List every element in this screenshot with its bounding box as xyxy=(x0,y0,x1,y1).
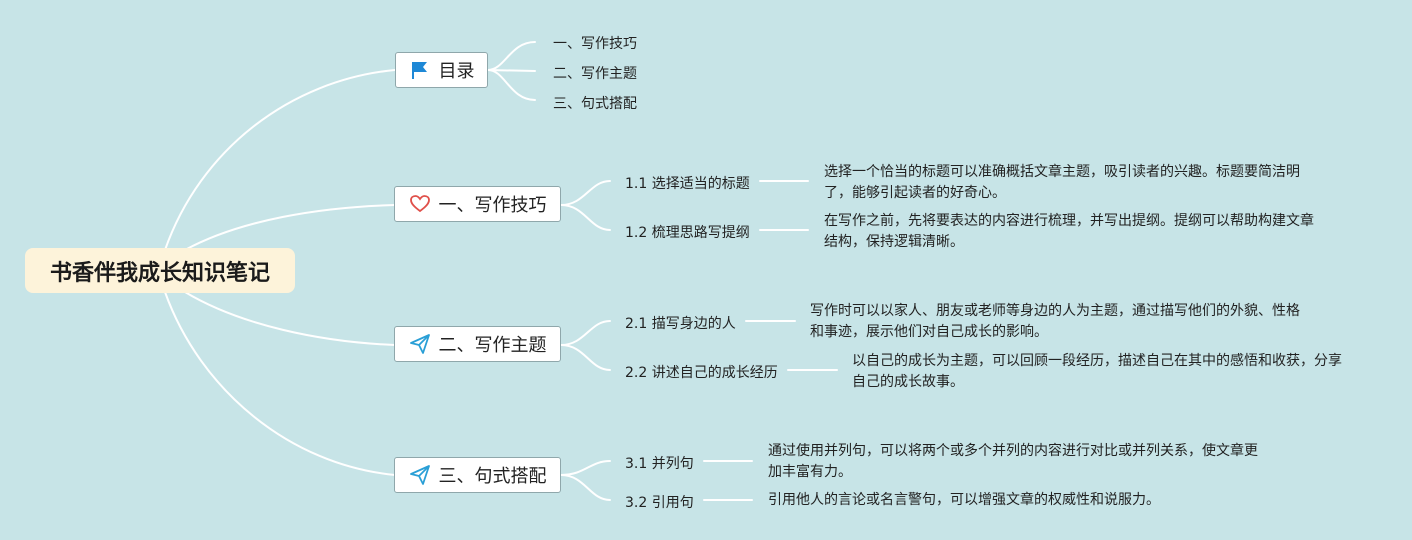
subtopic-3-1[interactable]: 3.1 并列句 xyxy=(625,456,694,472)
paper-plane-icon xyxy=(409,333,431,355)
subtopic-1-1[interactable]: 1.1 选择适当的标题 xyxy=(625,176,750,192)
toc-item[interactable]: 一、写作技巧 xyxy=(553,36,637,52)
branch-toc-label: 目录 xyxy=(438,61,475,82)
subtopic-1-1-desc: 选择一个恰当的标题可以准确概括文章主题，吸引读者的兴趣。标题要简洁明了，能够引起… xyxy=(824,164,1300,201)
root-title: 书香伴我成长知识笔记 xyxy=(49,260,270,286)
branch-toc[interactable]: 目录 xyxy=(395,52,488,88)
subtopic-3-2-desc: 引用他人的言论或名言警句，可以增强文章的权威性和说服力。 xyxy=(768,492,1160,508)
branch-sentence-patterns[interactable]: 三、句式搭配 xyxy=(394,457,561,493)
subtopic-3-2[interactable]: 3.2 引用句 xyxy=(625,495,694,511)
root-topic[interactable]: 书香伴我成长知识笔记 xyxy=(25,248,295,293)
flag-icon xyxy=(409,59,431,81)
subtopic-1-2[interactable]: 1.2 梳理思路写提纲 xyxy=(625,225,750,241)
subtopic-3-1-desc: 通过使用并列句，可以将两个或多个并列的内容进行对比或并列关系，使文章更加丰富有力… xyxy=(768,443,1258,480)
branch-sentence-patterns-label: 三、句式搭配 xyxy=(438,466,547,487)
subtopic-2-1-desc: 写作时可以以家人、朋友或老师等身边的人为主题，通过描写他们的外貌、性格和事迹，展… xyxy=(810,303,1300,340)
toc-item[interactable]: 三、句式搭配 xyxy=(553,96,637,112)
heart-icon xyxy=(409,193,431,215)
paper-plane-icon xyxy=(409,464,431,486)
subtopic-2-1[interactable]: 2.1 描写身边的人 xyxy=(625,316,736,332)
branch-writing-themes[interactable]: 二、写作主题 xyxy=(394,326,561,362)
toc-item[interactable]: 二、写作主题 xyxy=(553,66,637,82)
subtopic-1-2-desc: 在写作之前，先将要表达的内容进行梳理，并写出提纲。提纲可以帮助构建文章结构，保持… xyxy=(824,213,1314,250)
branch-writing-skills-label: 一、写作技巧 xyxy=(438,195,547,216)
subtopic-2-2[interactable]: 2.2 讲述自己的成长经历 xyxy=(625,365,778,381)
branch-writing-themes-label: 二、写作主题 xyxy=(438,335,547,356)
branch-writing-skills[interactable]: 一、写作技巧 xyxy=(394,186,561,222)
subtopic-2-2-desc: 以自己的成长为主题，可以回顾一段经历，描述自己在其中的感悟和收获，分享自己的成长… xyxy=(852,353,1342,390)
